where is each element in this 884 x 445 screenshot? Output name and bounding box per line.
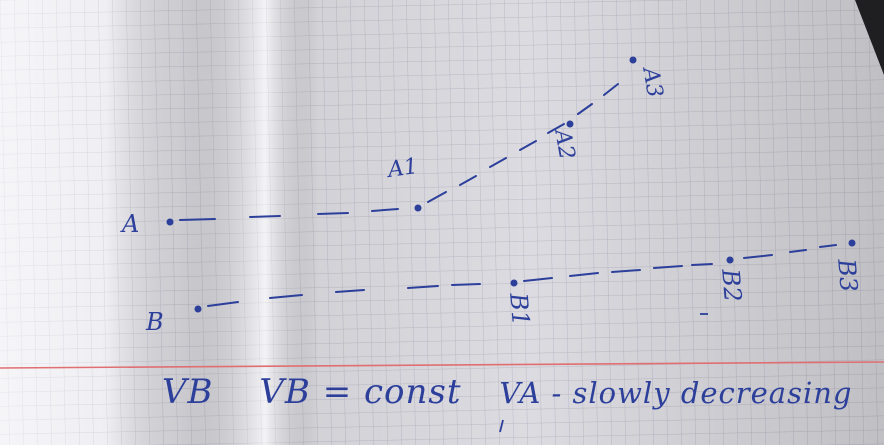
label-point-a3: A3 bbox=[637, 65, 668, 100]
label-point-b3: B3 bbox=[832, 257, 863, 294]
points-b bbox=[194, 239, 856, 313]
points-a bbox=[166, 56, 637, 226]
label-point-a1: A1 bbox=[386, 154, 420, 183]
label-point-a2: A2 bbox=[549, 127, 580, 162]
margin-line bbox=[0, 361, 884, 369]
trajectory-a bbox=[179, 83, 619, 221]
stray-marks bbox=[499, 313, 708, 433]
caption-part3: VA - slowly decreasing bbox=[499, 376, 853, 410]
label-point-a: A bbox=[122, 210, 140, 238]
caption-part2: VB = const bbox=[259, 372, 462, 412]
label-point-b: B bbox=[146, 308, 164, 336]
label-point-b2: B2 bbox=[716, 267, 747, 304]
label-point-b1: B1 bbox=[504, 291, 535, 328]
dark-edge bbox=[855, 0, 884, 75]
caption-part1: VB bbox=[162, 372, 214, 412]
handwritten-caption: VB VB = const VA - slowly decreasing bbox=[162, 372, 882, 422]
trajectory-b bbox=[207, 244, 837, 307]
